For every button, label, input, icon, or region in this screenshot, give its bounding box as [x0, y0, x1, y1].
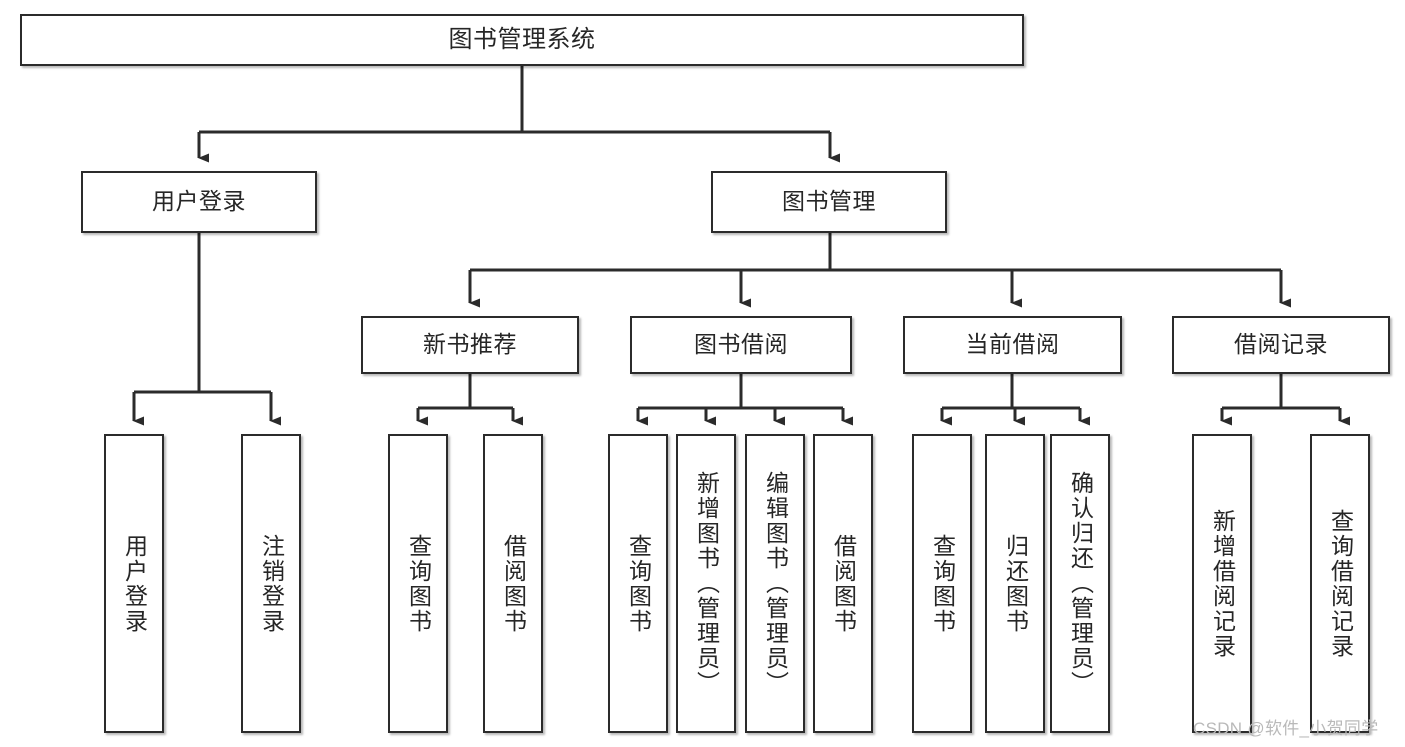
node-current-borrow[interactable]: 当前借阅: [903, 316, 1122, 374]
node-leaf-user-login-label: 用户登录: [121, 533, 148, 634]
node-leaf-add-book[interactable]: 新增图书（管理员）: [676, 434, 736, 733]
node-leaf-edit-book[interactable]: 编辑图书（管理员）: [745, 434, 805, 733]
node-leaf-query-record-label: 查询借阅记录: [1327, 508, 1354, 659]
node-book-borrow-label: 图书借阅: [694, 331, 788, 358]
node-new-book-recommend-label: 新书推荐: [423, 331, 517, 358]
node-leaf-query-book-3-label: 查询图书: [929, 533, 956, 634]
watermark: CSDN @软件_小贺同学: [1193, 719, 1379, 738]
node-leaf-confirm-return[interactable]: 确认归还（管理员）: [1050, 434, 1110, 733]
node-leaf-add-record-label: 新增借阅记录: [1209, 508, 1236, 659]
node-book-manage[interactable]: 图书管理: [711, 171, 947, 233]
node-new-book-recommend[interactable]: 新书推荐: [361, 316, 579, 374]
node-leaf-query-book-1[interactable]: 查询图书: [388, 434, 448, 733]
node-leaf-borrow-book-2[interactable]: 借阅图书: [813, 434, 873, 733]
node-leaf-user-logout-label: 注销登录: [258, 533, 285, 634]
node-root-label: 图书管理系统: [448, 25, 596, 53]
node-root[interactable]: 图书管理系统: [20, 14, 1024, 66]
node-leaf-borrow-book-1-label: 借阅图书: [500, 533, 527, 634]
node-user-login[interactable]: 用户登录: [81, 171, 317, 233]
node-book-borrow[interactable]: 图书借阅: [630, 316, 852, 374]
node-leaf-query-record[interactable]: 查询借阅记录: [1310, 434, 1370, 733]
node-leaf-query-book-2[interactable]: 查询图书: [608, 434, 668, 733]
node-leaf-user-logout[interactable]: 注销登录: [241, 434, 301, 733]
node-leaf-confirm-return-label: 确认归还（管理员）: [1067, 471, 1094, 696]
node-borrow-record[interactable]: 借阅记录: [1172, 316, 1390, 374]
node-leaf-user-login[interactable]: 用户登录: [104, 434, 164, 733]
node-book-manage-label: 图书管理: [782, 188, 876, 215]
node-leaf-query-book-3[interactable]: 查询图书: [912, 434, 972, 733]
node-leaf-return-book-label: 归还图书: [1002, 533, 1029, 634]
node-leaf-borrow-book-1[interactable]: 借阅图书: [483, 434, 543, 733]
node-current-borrow-label: 当前借阅: [965, 331, 1060, 358]
node-leaf-borrow-book-2-label: 借阅图书: [830, 533, 857, 634]
node-leaf-edit-book-label: 编辑图书（管理员）: [762, 471, 789, 696]
node-leaf-add-book-label: 新增图书（管理员）: [693, 471, 720, 696]
node-user-login-label: 用户登录: [152, 188, 246, 215]
node-leaf-query-book-2-label: 查询图书: [625, 533, 652, 634]
node-borrow-record-label: 借阅记录: [1234, 331, 1328, 358]
node-leaf-add-record[interactable]: 新增借阅记录: [1192, 434, 1252, 733]
node-leaf-return-book[interactable]: 归还图书: [985, 434, 1045, 733]
node-leaf-query-book-1-label: 查询图书: [405, 533, 432, 634]
